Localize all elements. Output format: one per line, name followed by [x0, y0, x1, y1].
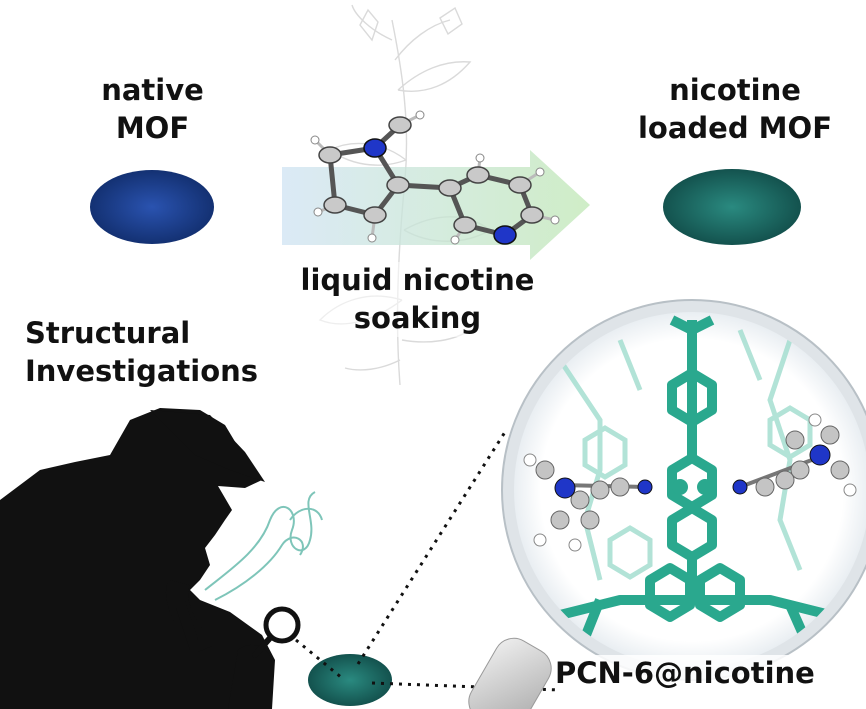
- soaking-label: liquid nicotine soaking: [285, 262, 550, 338]
- native-mof-label-line1: native: [101, 73, 204, 107]
- structural-label-line2: Investigations: [25, 353, 259, 388]
- loaded-mof-label: nicotine loaded MOF: [625, 72, 845, 147]
- native-mof-crystal: [90, 170, 214, 244]
- focus-lines: [295, 431, 561, 692]
- soaking-label-line1: liquid nicotine: [300, 263, 535, 297]
- detective-silhouette: [0, 408, 275, 709]
- loaded-mof-crystal: [663, 169, 801, 245]
- loaded-mof-label-line2: loaded MOF: [637, 110, 833, 145]
- small-magnifier-icon: [252, 606, 301, 658]
- magnifier-caption: PCN-6@nicotine: [555, 655, 850, 693]
- structural-label-line1: Structural: [25, 316, 191, 350]
- structural-label: Structural Investigations: [25, 315, 275, 390]
- loaded-mof-label-line1: nicotine: [669, 73, 801, 107]
- soaking-label-line2: soaking: [353, 300, 482, 335]
- native-mof-label: native MOF: [80, 72, 225, 147]
- nicotine-molecule: [310, 110, 560, 245]
- native-mof-label-line2: MOF: [115, 110, 190, 145]
- magnifier-icon: [468, 299, 866, 709]
- smoke-swirl: [204, 491, 323, 601]
- examined-crystal: [308, 654, 392, 706]
